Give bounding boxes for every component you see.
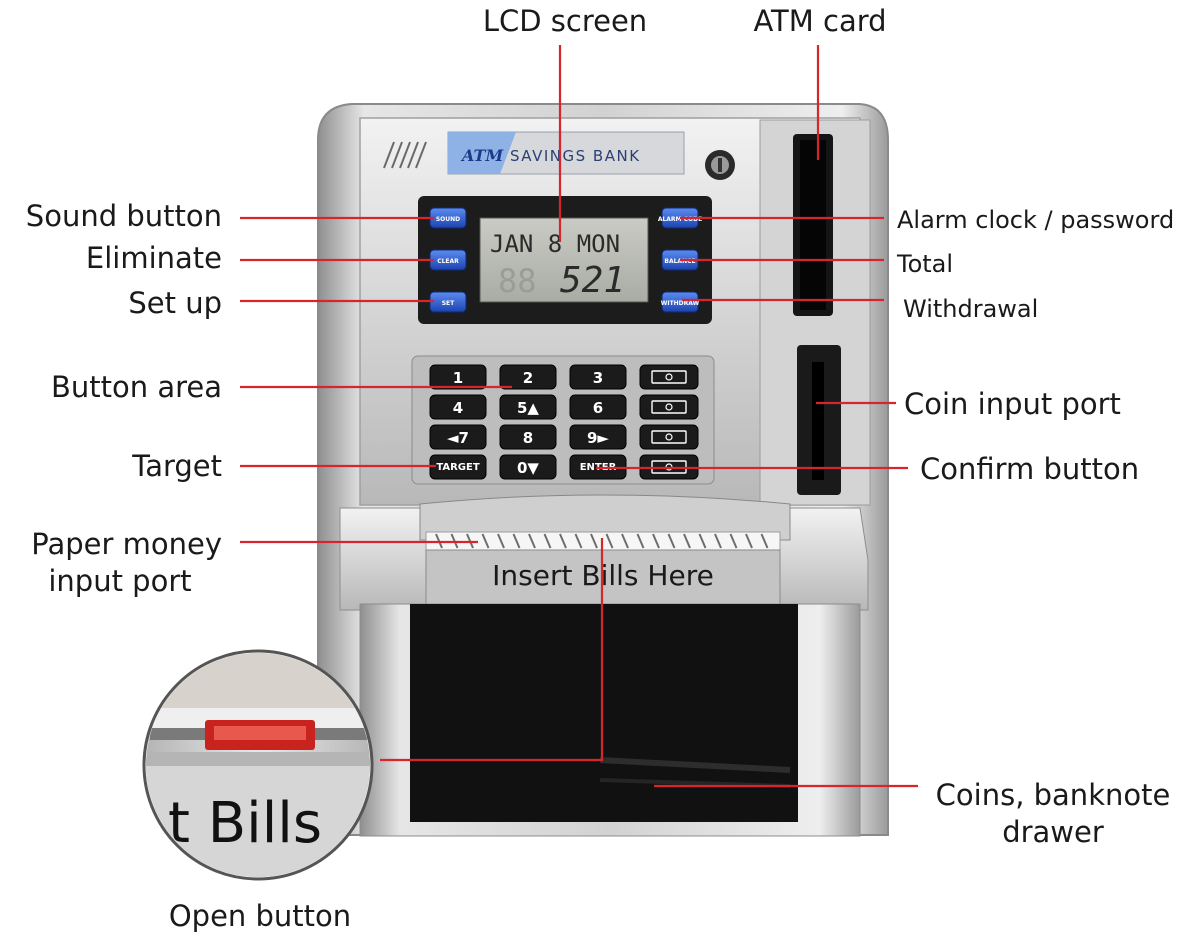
- label-button-area: Button area: [50, 370, 222, 404]
- fn-button-sound[interactable]: SOUND: [429, 207, 467, 229]
- bill-key[interactable]: [639, 364, 699, 390]
- label-target: Target: [132, 449, 222, 483]
- keypad-key-2[interactable]: 2: [499, 364, 557, 390]
- label-eliminate: Eliminate: [85, 241, 222, 275]
- function-buttons-left: SOUND CLEAR SET: [429, 207, 467, 313]
- brand-name: SAVINGS BANK: [510, 147, 641, 165]
- keypad-key-0[interactable]: 0▼: [499, 454, 557, 480]
- fn-button-clear[interactable]: CLEAR: [429, 249, 467, 271]
- keypad-key-label: ◄7: [447, 429, 469, 447]
- keypad-key-label: 3: [593, 369, 603, 387]
- keypad-key-6[interactable]: 6: [569, 394, 627, 420]
- lcd-amount: 521: [560, 260, 625, 301]
- lcd-date: JAN 8 MON: [490, 230, 620, 258]
- label-open-button: Open button: [168, 899, 352, 933]
- keypad-key-label: 6: [593, 399, 603, 417]
- leader-lines: [240, 45, 918, 788]
- lcd-ghost-digits: 88: [498, 262, 537, 300]
- label-paper-money-line1: Paper money: [31, 527, 222, 561]
- label-drawer-line2: drawer: [1002, 815, 1104, 849]
- keypad-key-label: 0▼: [517, 459, 539, 477]
- keypad-key-1[interactable]: 1: [429, 364, 487, 390]
- keypad-key-8[interactable]: 8: [499, 424, 557, 450]
- open-button-inset: t Bills: [142, 649, 374, 881]
- keypad-key-7[interactable]: ◄7: [429, 424, 487, 450]
- keypad-key-label: 2: [523, 369, 533, 387]
- keypad-key-9[interactable]: 9►: [569, 424, 627, 450]
- keypad-key-4[interactable]: 4: [429, 394, 487, 420]
- screen-panel: JAN 8 MON 88 521: [418, 196, 712, 324]
- bill-key[interactable]: [639, 424, 699, 450]
- banknote-icon: [651, 400, 687, 414]
- banknote-icon: [651, 370, 687, 384]
- label-sound-button: Sound button: [25, 199, 222, 233]
- fn-button-set[interactable]: SET: [429, 291, 467, 313]
- lock-icon: [705, 150, 735, 180]
- label-alarm-clock-password: Alarm clock / password: [897, 206, 1175, 234]
- fn-button-label: WITHDRAW: [661, 300, 700, 307]
- label-drawer-line1: Coins, banknote: [935, 778, 1171, 812]
- brand-plate: ATM SAVINGS BANK: [447, 131, 685, 175]
- keypad-key-5[interactable]: 5▲: [499, 394, 557, 420]
- keypad-key-label: 4: [453, 399, 463, 417]
- keypad-key-label: 1: [453, 369, 463, 387]
- banknote-icon: [651, 430, 687, 444]
- label-total: Total: [897, 250, 954, 278]
- coin-banknote-drawer[interactable]: [359, 603, 861, 837]
- label-coin-input-port: Coin input port: [904, 387, 1121, 421]
- keypad-key-label: TARGET: [436, 462, 480, 473]
- lcd-screen: [479, 217, 649, 303]
- fn-button-label: SOUND: [436, 216, 460, 223]
- fn-button-label: CLEAR: [437, 258, 459, 265]
- inset-bills-text: t Bills: [168, 791, 322, 856]
- keypad-key-label: 5▲: [517, 399, 539, 417]
- keypad-key-3[interactable]: 3: [569, 364, 627, 390]
- label-confirm-button: Confirm button: [920, 452, 1140, 486]
- label-set-up: Set up: [128, 286, 222, 320]
- keypad-key-label: 8: [523, 429, 533, 447]
- fn-button-withdraw[interactable]: WITHDRAW: [661, 291, 700, 313]
- keypad-key-target[interactable]: TARGET: [429, 454, 487, 480]
- brand-logo: ATM: [460, 146, 504, 165]
- speaker-grille: [383, 141, 427, 169]
- label-withdrawal: Withdrawal: [903, 295, 1039, 323]
- fn-button-label: SET: [442, 300, 455, 307]
- keypad-key-label: 9►: [587, 429, 609, 447]
- label-paper-money-line2: input port: [48, 564, 192, 598]
- coin-input-slot[interactable]: [797, 345, 841, 495]
- fn-button-label: BALANCE: [664, 258, 695, 265]
- bill-key[interactable]: [639, 394, 699, 420]
- label-atm-card: ATM card: [753, 4, 887, 38]
- label-lcd-screen: LCD screen: [482, 4, 648, 38]
- fn-button-label: ALARM CODE: [658, 216, 702, 223]
- atm-card-slot[interactable]: [793, 134, 833, 316]
